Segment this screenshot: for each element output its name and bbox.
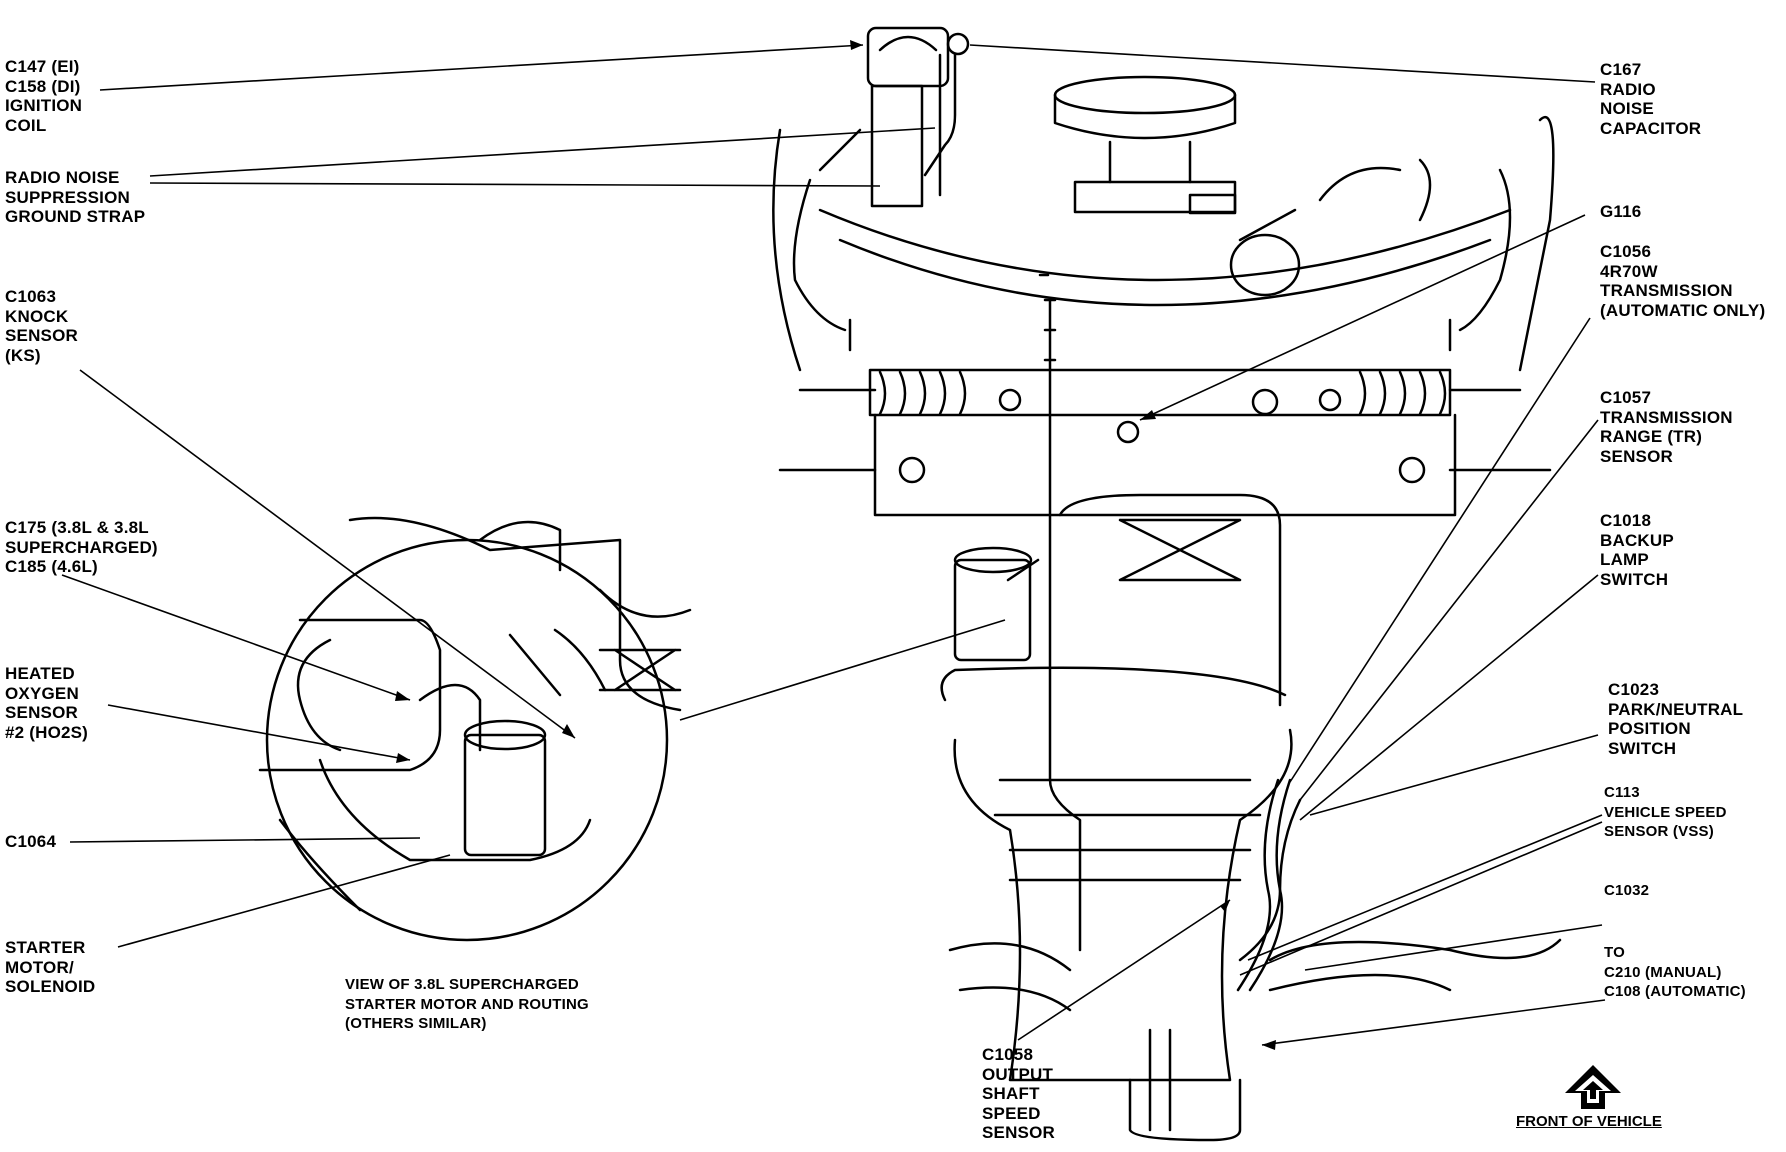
leader-line-radio-noise-strap-1: [149, 127, 936, 177]
callout-g116: G116: [1600, 202, 1642, 221]
callout-c175-c185: C175 (3.8L & 3.8L SUPERCHARGED) C185 (4.…: [5, 518, 158, 576]
leader-line-c147: [99, 44, 864, 91]
arrowhead-c147: [850, 40, 863, 50]
callout-vehicle-speed-sensor: C113 VEHICLE SPEED SENSOR (VSS): [1604, 784, 1727, 840]
callout-radio-noise-capacitor: C167 RADIO NOISE CAPACITOR: [1600, 60, 1702, 138]
leader-line-c113-b: [1239, 821, 1603, 976]
callout-radio-noise-ground-strap: RADIO NOISE SUPPRESSION GROUND STRAP: [5, 168, 146, 226]
callout-c1064: C1064: [5, 832, 57, 851]
air-cleaner-drawing: [1053, 75, 1237, 215]
callout-4r70w-transmission: C1056 4R70W TRANSMISSION (AUTOMATIC ONLY…: [1600, 242, 1766, 320]
leader-line-c1064: [69, 837, 421, 843]
callout-backup-lamp-switch: C1018 BACKUP LAMP SWITCH: [1600, 511, 1674, 589]
arrowhead-g116: [1140, 410, 1156, 420]
arrowhead-c1058: [1220, 900, 1230, 912]
callout-to-c210-c108: TO C210 (MANUAL) C108 (AUTOMATIC): [1604, 944, 1746, 1000]
arrowhead-ho2s: [396, 753, 410, 763]
callout-c1032: C1032: [1604, 882, 1650, 899]
leader-line-g116: [1139, 214, 1586, 421]
arrowhead-c175: [395, 691, 410, 701]
leader-line-c1058: [1017, 899, 1231, 1041]
leader-line-ho2s: [107, 704, 411, 761]
callout-ignition-coil: C147 (EI) C158 (DI) IGNITION COIL: [5, 57, 83, 135]
transmission-drawing: [940, 273, 1562, 1142]
front-of-vehicle-label: FRONT OF VEHICLE: [1516, 1113, 1662, 1130]
inset-view-drawing: [258, 516, 692, 942]
callout-transmission-range-sensor: C1057 TRANSMISSION RANGE (TR) SENSOR: [1600, 388, 1733, 466]
arrowhead-to-c210: [1262, 1040, 1276, 1050]
leader-line-c1057: [1299, 419, 1599, 801]
leader-line-c1032: [1304, 924, 1603, 971]
inset-view-note: VIEW OF 3.8L SUPERCHARGED STARTER MOTOR …: [345, 976, 589, 1032]
leader-line-radio-noise-strap-2: [149, 182, 881, 187]
front-arrow-icon: [1565, 1065, 1621, 1109]
callout-knock-sensor: C1063 KNOCK SENSOR (KS): [5, 287, 78, 365]
leader-line-c1018: [1299, 574, 1599, 821]
callout-starter-motor-solenoid: STARTER MOTOR/ SOLENOID: [5, 938, 96, 996]
leader-line-c167: [969, 44, 1596, 83]
callout-heated-oxygen-sensor: HEATED OXYGEN SENSOR #2 (HO2S): [5, 664, 89, 742]
leader-line-c113: [1247, 814, 1603, 961]
arrowhead-c1063: [562, 724, 575, 738]
leader-line-inset: [679, 619, 1006, 721]
leader-line-c1023: [1309, 734, 1599, 816]
engine-block-drawing: [772, 115, 1555, 517]
callout-output-shaft-speed-sensor: C1058 OUTPUT SHAFT SPEED SENSOR: [982, 1045, 1055, 1142]
ignition-coil-drawing: [866, 26, 970, 208]
callout-park-neutral-position-switch: C1023 PARK/NEUTRAL POSITION SWITCH: [1608, 680, 1744, 758]
leader-line-starter: [117, 854, 451, 948]
leader-line-to-c210: [1261, 999, 1606, 1046]
leader-line-c175: [61, 574, 411, 701]
leader-line-c1063: [79, 369, 576, 739]
leader-line-c1056: [1289, 317, 1591, 783]
